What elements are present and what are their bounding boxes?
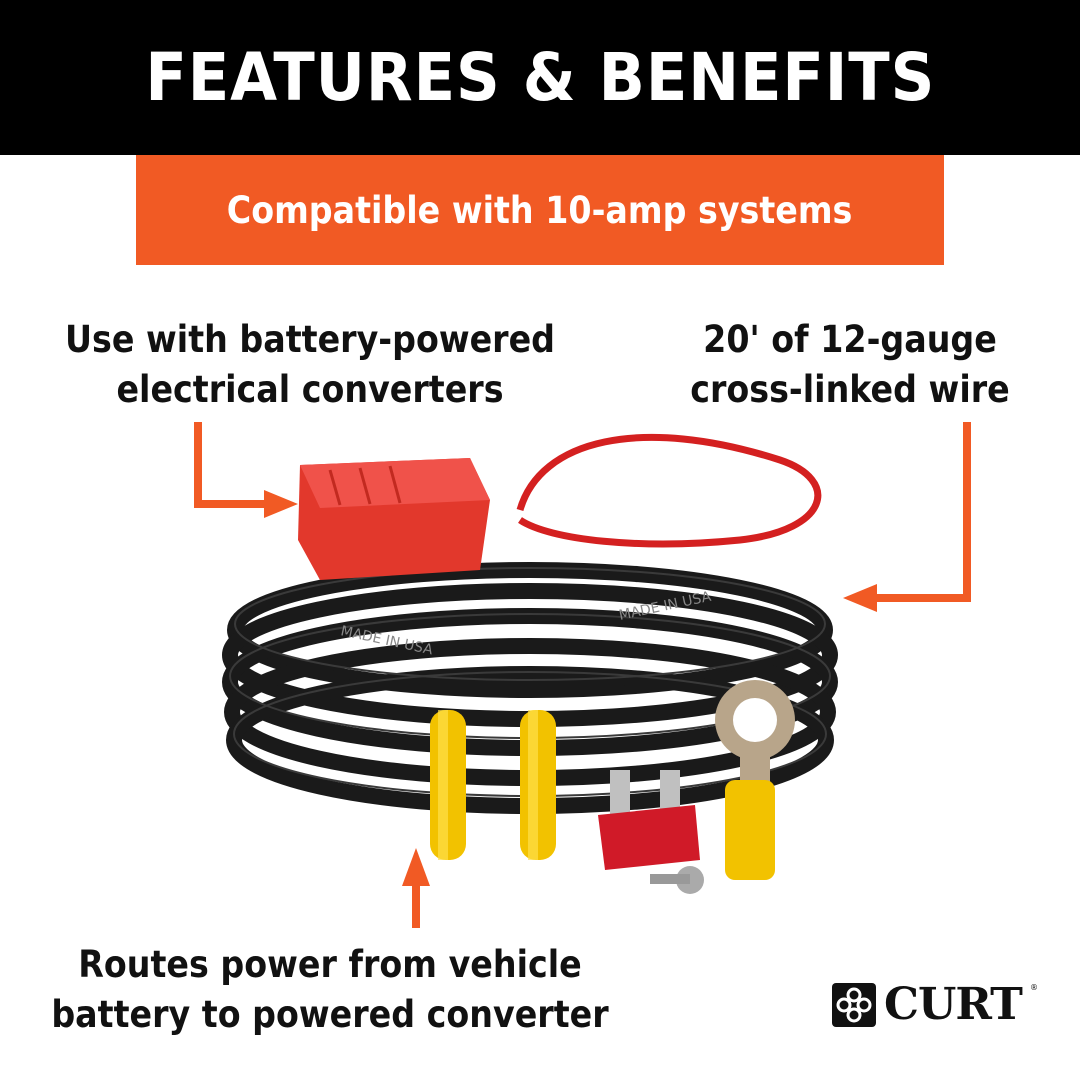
curt-logo: CURT ® xyxy=(832,983,1038,1027)
brand-name: CURT xyxy=(884,979,1023,1030)
callout-wire-gauge: 20' of 12-gauge cross-linked wire xyxy=(679,315,1021,415)
feature-banner: Compatible with 10-amp systems xyxy=(136,155,944,265)
callout-line: cross-linked wire xyxy=(690,368,1010,411)
callout-line: 20' of 12-gauge xyxy=(703,318,997,361)
callout-line: electrical converters xyxy=(116,368,504,411)
curt-logo-icon xyxy=(832,983,876,1027)
wiring-kit-image: MADE IN USA MADE IN USA xyxy=(222,433,838,894)
banner-text: Compatible with 10-amp systems xyxy=(227,188,853,232)
callout-line: battery to powered converter xyxy=(51,993,609,1036)
page-title: FEATURES & BENEFITS xyxy=(145,39,935,116)
callout-routes-power: Routes power from vehicle battery to pow… xyxy=(51,940,609,1040)
callout-converters: Use with battery-powered electrical conv… xyxy=(58,315,562,415)
callout-line: Routes power from vehicle xyxy=(78,943,582,986)
registered-mark: ® xyxy=(1029,983,1038,992)
callout-line: Use with battery-powered xyxy=(64,318,556,361)
header-bar: FEATURES & BENEFITS xyxy=(0,0,1080,155)
